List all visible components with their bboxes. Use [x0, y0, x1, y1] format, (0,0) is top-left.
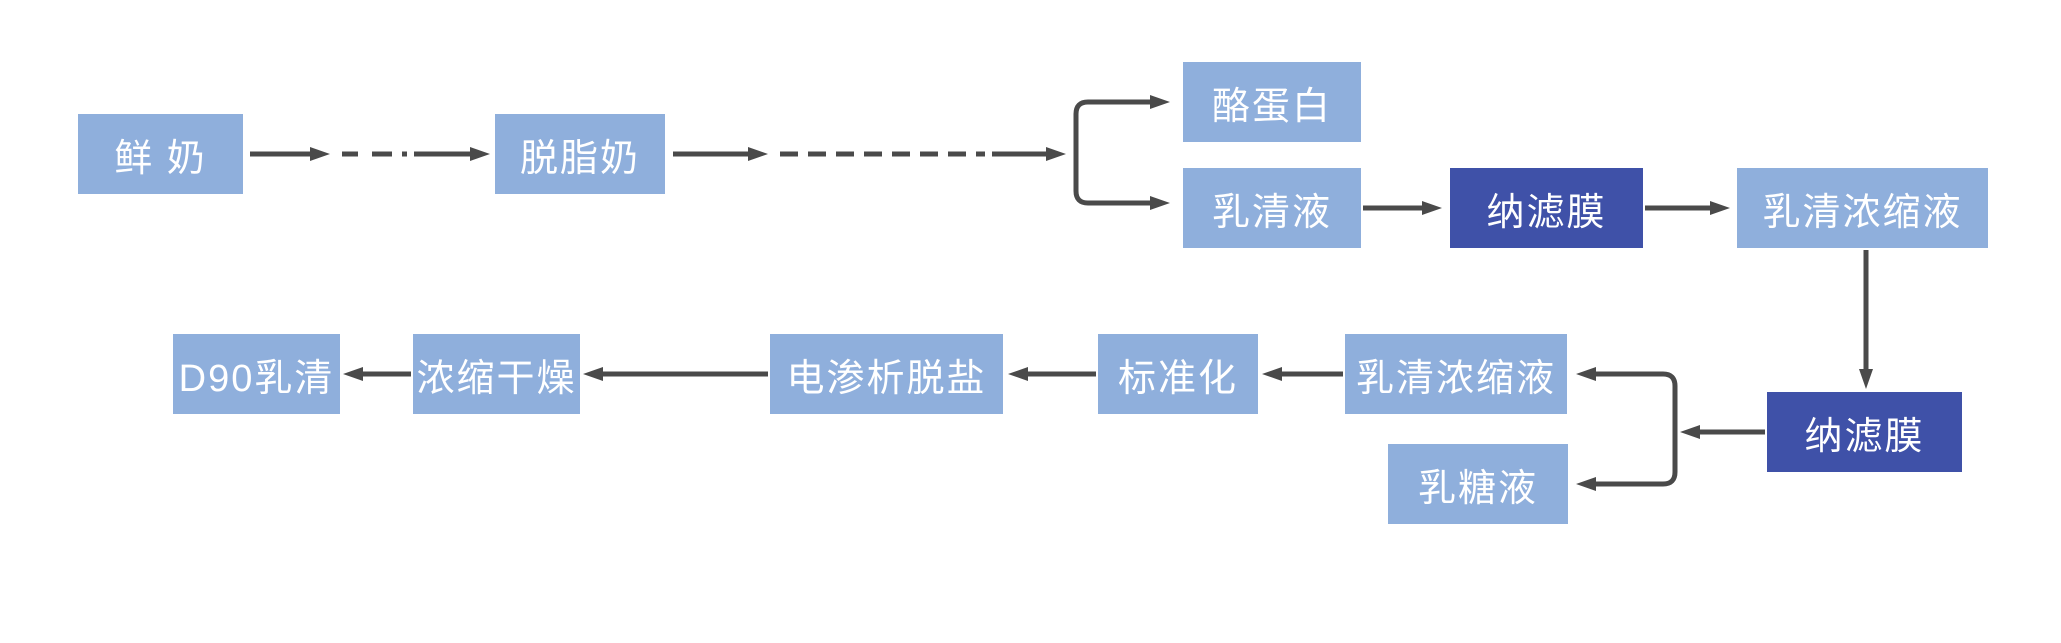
edge-branch-to-casein: [1073, 95, 1170, 156]
node-lactose-liquid: 乳糖液: [1388, 444, 1568, 524]
node-whey-concentrate-1: 乳清浓缩液: [1737, 168, 1988, 248]
node-nanofiltration-2: 纳滤膜: [1767, 392, 1962, 472]
edge-branch-to-whey-liquid: [1073, 152, 1170, 210]
node-casein: 酪蛋白: [1183, 62, 1361, 142]
node-nanofiltration-1: 纳滤膜: [1450, 168, 1643, 248]
edge-branch-to-lactose: [1576, 430, 1678, 491]
node-whey-concentrate-2: 乳清浓缩液: [1345, 334, 1567, 414]
node-whey-liquid: 乳清液: [1183, 168, 1361, 248]
node-d90-whey: D90乳清: [173, 334, 340, 414]
node-electrodialysis-desalting: 电渗析脱盐: [770, 334, 1003, 414]
node-standardization: 标准化: [1098, 334, 1258, 414]
edge-branch-to-wc2: [1576, 367, 1678, 434]
node-fresh-milk: 鲜 奶: [78, 114, 243, 194]
node-skim-milk: 脱脂奶: [495, 114, 665, 194]
node-concentrate-dry: 浓缩干燥: [413, 334, 580, 414]
